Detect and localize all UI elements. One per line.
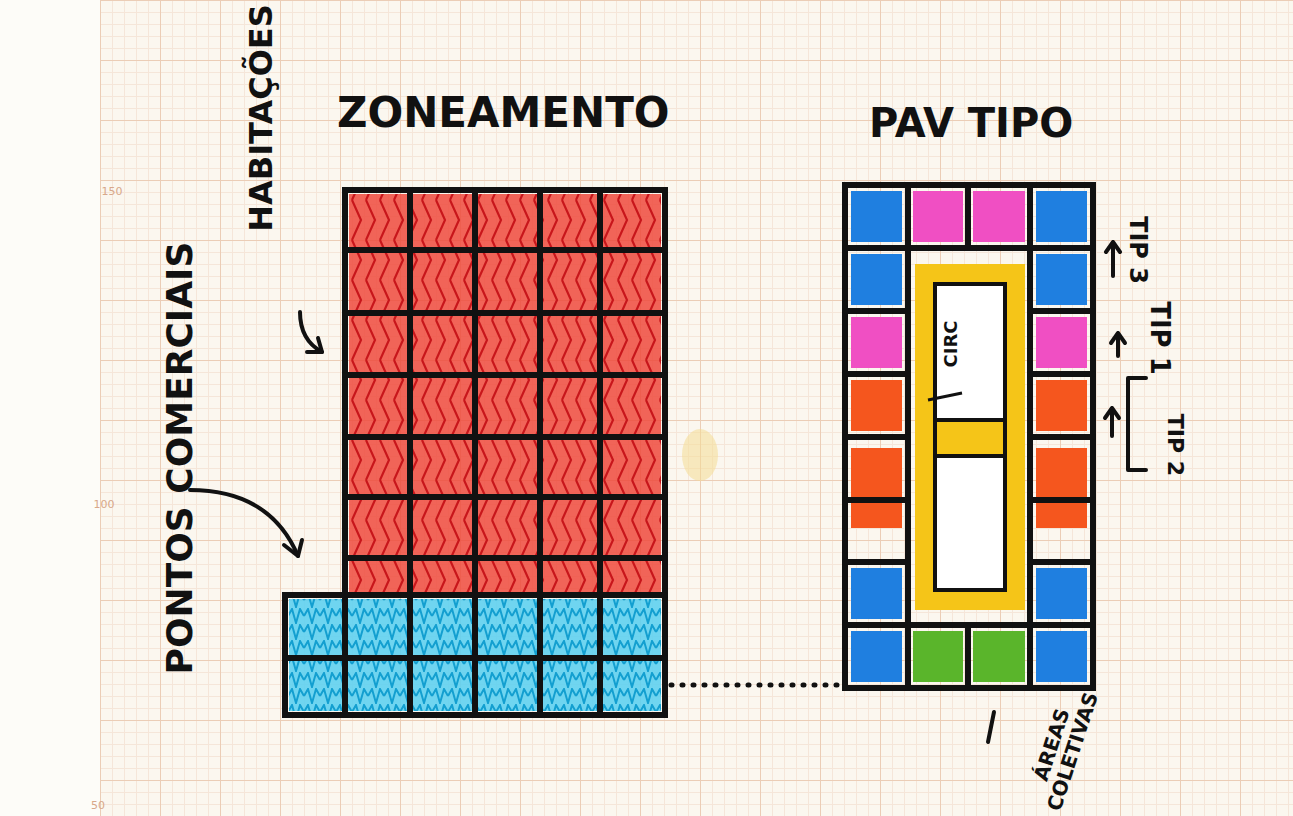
paper-scale-number: 50 [91,800,105,812]
arrow-head [284,540,302,556]
grid-line [965,185,971,688]
pointer-arrow [1105,408,1119,436]
annotation-label: HABITAÇÕES [244,4,279,232]
grid-line [345,310,665,316]
unit-fill [1036,317,1087,368]
pointer-arrow [1111,333,1125,356]
annotation-label: TIP 2 [1163,414,1187,476]
grid-line [845,308,1093,314]
pointer-arrow [300,312,322,352]
stain [682,429,718,481]
core-outline [935,284,1005,590]
grid-line [537,190,543,715]
pointer-arrow [190,490,298,556]
leader-line [928,393,962,400]
paper-scale-number: 100 [94,499,115,511]
grid-line [285,655,665,661]
grid-line [345,372,665,378]
annotations [190,242,1146,742]
arrow-head [307,338,322,352]
floor-plan: PAV TIPO CIRC [845,95,1093,688]
unit-fill [851,568,902,619]
grid-line [845,434,1093,440]
unit-fill [1036,254,1087,305]
grid-line [345,555,665,561]
grid-line [342,190,348,715]
sketch-heading: ZONEAMENTO [337,90,670,136]
sketch-heading: PAV TIPO [869,101,1073,145]
grid-line [345,494,665,500]
annotation-label: TIP 3 [1125,216,1151,284]
housing-fill [349,194,661,593]
core-divider-fill [937,421,1003,455]
unit-fill [1036,631,1087,682]
grid-line [597,190,603,715]
building-zoning: ZONEAMENTO [285,88,665,715]
grid-line [845,248,1093,625]
grid-line [345,247,665,253]
unit-fill [851,631,902,682]
core-divider [935,420,1005,456]
collective-fill [913,631,963,682]
grid-line [845,371,1093,377]
bracket [1128,378,1146,470]
unit-fill [1036,380,1087,431]
plan-grid [845,185,1093,688]
annotation-label: TIP 1 [1146,301,1175,375]
plan-outline [845,185,1093,688]
building-grid [285,190,665,715]
unit-fill [1036,568,1087,619]
core-label: CIRC [941,321,961,368]
annotation-label: PONTOS COMERCIAIS [160,242,200,675]
unit-fill [973,191,1025,242]
grid-line [845,497,1093,503]
grid-line [407,190,413,715]
building-outline [285,190,665,715]
unit-fill [851,317,902,368]
grid-line [845,559,1093,565]
unit-fill [851,254,902,305]
collective-fill [973,631,1025,682]
unit-fill [913,191,963,242]
pointer-arrow [1106,242,1120,276]
unit-fill [1036,191,1087,242]
grid-line [345,434,665,440]
housing-scribble [349,194,661,593]
dotted-connector [671,683,839,688]
unit-fill [851,191,902,242]
paper-scale-number: 150 [102,186,123,198]
circulation-core: CIRC [915,264,1025,610]
leader-line [988,712,994,742]
circulation-ring [924,273,1016,601]
grid-line [285,592,665,598]
unit-fill [851,448,902,528]
unit-fill [851,380,902,431]
grid-line [472,190,478,715]
unit-fill [1036,448,1087,528]
